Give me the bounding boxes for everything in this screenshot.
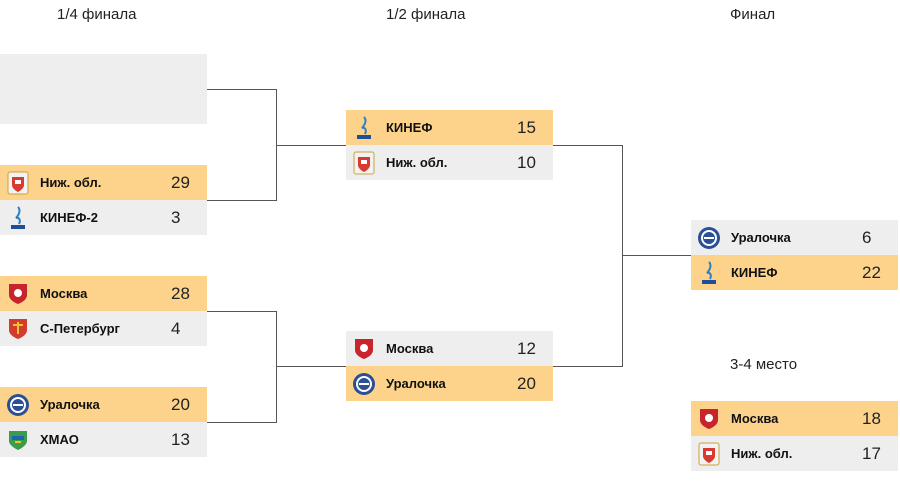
team-score: 17 bbox=[862, 443, 881, 463]
match-slot-winner[interactable]: Ниж. обл. 29 bbox=[0, 165, 207, 200]
uralochka-logo-icon bbox=[352, 372, 376, 396]
team-name: С-Петербург bbox=[40, 321, 120, 336]
match-slot-empty bbox=[0, 54, 207, 89]
round-title-final: Финал bbox=[730, 6, 776, 23]
bracket-connector bbox=[622, 255, 691, 256]
team-score: 28 bbox=[171, 283, 190, 303]
bracket-connector bbox=[553, 145, 622, 146]
spb-crest-icon bbox=[6, 317, 30, 341]
match-slot-loser[interactable]: С-Петербург 4 bbox=[0, 311, 207, 346]
match-slot-winner[interactable]: Уралочка 20 bbox=[346, 366, 553, 401]
bracket-connector bbox=[276, 145, 346, 146]
nizhny-oblast-crest-icon bbox=[6, 171, 30, 195]
match-slot-winner[interactable]: КИНЕФ 15 bbox=[346, 110, 553, 145]
team-name: КИНЕФ-2 bbox=[40, 210, 98, 225]
team-name: Уралочка bbox=[386, 376, 446, 391]
team-score: 15 bbox=[517, 117, 536, 137]
nizhny-oblast-crest-icon bbox=[697, 442, 721, 466]
round-title-third-place: 3-4 место bbox=[730, 356, 798, 373]
team-score: 12 bbox=[517, 338, 536, 358]
team-name: Москва bbox=[731, 411, 779, 426]
team-name: Уралочка bbox=[40, 397, 100, 412]
bracket-connector bbox=[207, 311, 276, 312]
match-slot-loser[interactable]: ХМАО 13 bbox=[0, 422, 207, 457]
moscow-crest-icon bbox=[697, 407, 721, 431]
match-slot-loser[interactable]: Ниж. обл. 17 bbox=[691, 436, 898, 471]
team-score: 10 bbox=[517, 152, 536, 172]
bracket-connector bbox=[622, 145, 623, 367]
team-name: Уралочка bbox=[731, 230, 791, 245]
team-score: 22 bbox=[862, 262, 881, 282]
khmao-crest-icon bbox=[6, 428, 30, 452]
team-score: 4 bbox=[171, 318, 181, 338]
match-slot-winner[interactable]: Москва 28 bbox=[0, 276, 207, 311]
match-slot-winner[interactable]: Москва 18 bbox=[691, 401, 898, 436]
match-slot-winner[interactable]: КИНЕФ 22 bbox=[691, 255, 898, 290]
match-slot-loser[interactable]: Москва 12 bbox=[346, 331, 553, 366]
bracket-connector bbox=[553, 366, 622, 367]
bracket-connector bbox=[276, 366, 346, 367]
team-name: Москва bbox=[386, 341, 434, 356]
team-score: 13 bbox=[171, 429, 190, 449]
team-score: 20 bbox=[517, 373, 536, 393]
team-name: Москва bbox=[40, 286, 88, 301]
team-name: Ниж. обл. bbox=[731, 446, 793, 461]
kinef-logo-icon bbox=[6, 205, 30, 230]
team-score: 3 bbox=[171, 207, 181, 227]
round-title-semifinals: 1/2 финала bbox=[386, 6, 466, 23]
bracket-connector bbox=[207, 200, 276, 201]
round-title-quarterfinals: 1/4 финала bbox=[57, 6, 137, 23]
moscow-crest-icon bbox=[352, 337, 376, 361]
nizhny-oblast-crest-icon bbox=[352, 151, 376, 175]
kinef-logo-icon bbox=[352, 115, 376, 140]
match-slot-loser[interactable]: Уралочка 6 bbox=[691, 220, 898, 255]
match-slot-loser[interactable]: Ниж. обл. 10 bbox=[346, 145, 553, 180]
moscow-crest-icon bbox=[6, 282, 30, 306]
team-name: КИНЕФ bbox=[386, 120, 433, 135]
team-score: 29 bbox=[171, 172, 190, 192]
match-slot-winner[interactable]: Уралочка 20 bbox=[0, 387, 207, 422]
match-slot-loser[interactable]: КИНЕФ-2 3 bbox=[0, 200, 207, 235]
team-name: Ниж. обл. bbox=[386, 155, 448, 170]
team-name: КИНЕФ bbox=[731, 265, 778, 280]
match-slot-empty bbox=[0, 89, 207, 124]
bracket-connector bbox=[276, 311, 277, 423]
uralochka-logo-icon bbox=[697, 226, 721, 250]
kinef-logo-icon bbox=[697, 260, 721, 285]
uralochka-logo-icon bbox=[6, 393, 30, 417]
bracket-connector bbox=[207, 422, 276, 423]
team-score: 18 bbox=[862, 408, 881, 428]
team-score: 6 bbox=[862, 227, 872, 247]
team-name: ХМАО bbox=[40, 432, 79, 447]
bracket-connector bbox=[207, 89, 276, 90]
team-name: Ниж. обл. bbox=[40, 175, 102, 190]
team-score: 20 bbox=[171, 394, 190, 414]
